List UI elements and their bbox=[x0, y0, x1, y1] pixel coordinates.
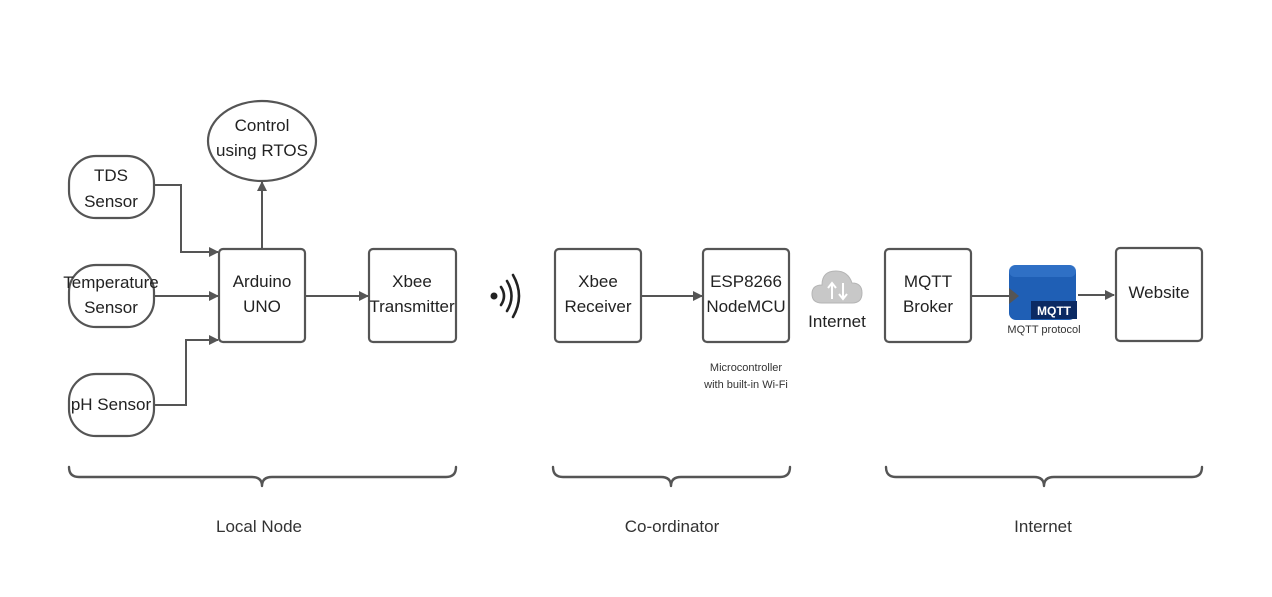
wifi-signal-icon bbox=[490, 273, 521, 319]
xbee-transmitter-label-line-1: Xbee bbox=[392, 272, 432, 291]
xbee-receiver-label-line-1: Xbee bbox=[578, 272, 618, 291]
brace-local-node bbox=[67, 465, 458, 488]
rtos-ellipse bbox=[206, 99, 318, 183]
arduino-uno-label-line-1: Arduino bbox=[233, 272, 292, 291]
group-label-internet: Internet bbox=[1014, 517, 1072, 536]
mqtt-broker-label-line-1: MQTT bbox=[904, 272, 952, 291]
group-label-local-node: Local Node bbox=[216, 517, 302, 536]
brace-coordinator bbox=[551, 465, 792, 488]
brace-internet bbox=[884, 465, 1204, 488]
mqtt-logo-text: MQTT bbox=[1037, 304, 1072, 318]
tds-sensor-label-line-2: Sensor bbox=[84, 192, 138, 211]
node-temperature-sensor: Temperature Sensor bbox=[63, 263, 159, 329]
arduino-uno-label-line-2: UNO bbox=[243, 297, 281, 316]
connector-tds-to-arduino bbox=[154, 184, 219, 257]
ph-sensor-shape bbox=[67, 372, 156, 438]
mqtt-broker-label-line-2: Broker bbox=[903, 297, 953, 316]
node-tds-sensor: TDS Sensor bbox=[67, 154, 156, 220]
node-esp8266-nodemcu: ESP8266 NodeMCU Microcontroller with bui… bbox=[701, 247, 791, 391]
tds-sensor-label-line-1: TDS bbox=[94, 166, 128, 185]
ph-sensor-label: pH Sensor bbox=[71, 395, 152, 414]
xbee-transmitter-label-line-2: Transmitter bbox=[369, 297, 455, 316]
arduino-uno-shape bbox=[217, 247, 307, 344]
connector-ph-to-arduino bbox=[154, 335, 219, 406]
rtos-label-line-2: using RTOS bbox=[216, 141, 308, 160]
xbee-receiver-shape bbox=[553, 247, 643, 344]
node-xbee-receiver: Xbee Receiver bbox=[553, 247, 643, 344]
tds-sensor-shape bbox=[67, 154, 156, 220]
internet-cloud-label: Internet bbox=[808, 312, 866, 331]
esp8266-note-line-2: with built-in Wi-Fi bbox=[703, 379, 788, 391]
xbee-transmitter-shape bbox=[367, 247, 458, 344]
esp8266-label-line-2: NodeMCU bbox=[706, 297, 785, 316]
temperature-sensor-label-line-2: Sensor bbox=[84, 298, 138, 317]
node-xbee-transmitter: Xbee Transmitter bbox=[367, 247, 458, 344]
mqtt-logo-badge bbox=[1031, 301, 1077, 319]
node-arduino-uno: Arduino UNO bbox=[217, 247, 307, 344]
rtos-label-line-1: Control bbox=[235, 116, 290, 135]
node-mqtt-broker: MQTT Broker bbox=[883, 247, 973, 344]
temperature-sensor-shape bbox=[67, 263, 156, 329]
esp8266-label-line-1: ESP8266 bbox=[710, 272, 782, 291]
group-label-coordinator: Co-ordinator bbox=[625, 517, 720, 536]
connectors bbox=[154, 181, 1115, 406]
esp8266-nodemcu-shape bbox=[701, 247, 791, 344]
cloud-upload-download-icon bbox=[811, 270, 863, 304]
website-label: Website bbox=[1128, 283, 1189, 302]
mqtt-logo-icon: MQTT bbox=[1009, 265, 1077, 320]
xbee-receiver-label-line-2: Receiver bbox=[564, 297, 631, 316]
esp8266-note-line-1: Microcontroller bbox=[710, 362, 782, 374]
node-ph-sensor: pH Sensor bbox=[67, 372, 156, 438]
node-website: Website bbox=[1114, 246, 1204, 343]
mqtt-protocol-label: MQTT protocol bbox=[1007, 324, 1080, 336]
website-shape bbox=[1114, 246, 1204, 343]
node-rtos: Control using RTOS bbox=[206, 99, 318, 183]
temperature-sensor-label-line-1: Temperature bbox=[63, 273, 158, 292]
mqtt-broker-shape bbox=[883, 247, 973, 344]
